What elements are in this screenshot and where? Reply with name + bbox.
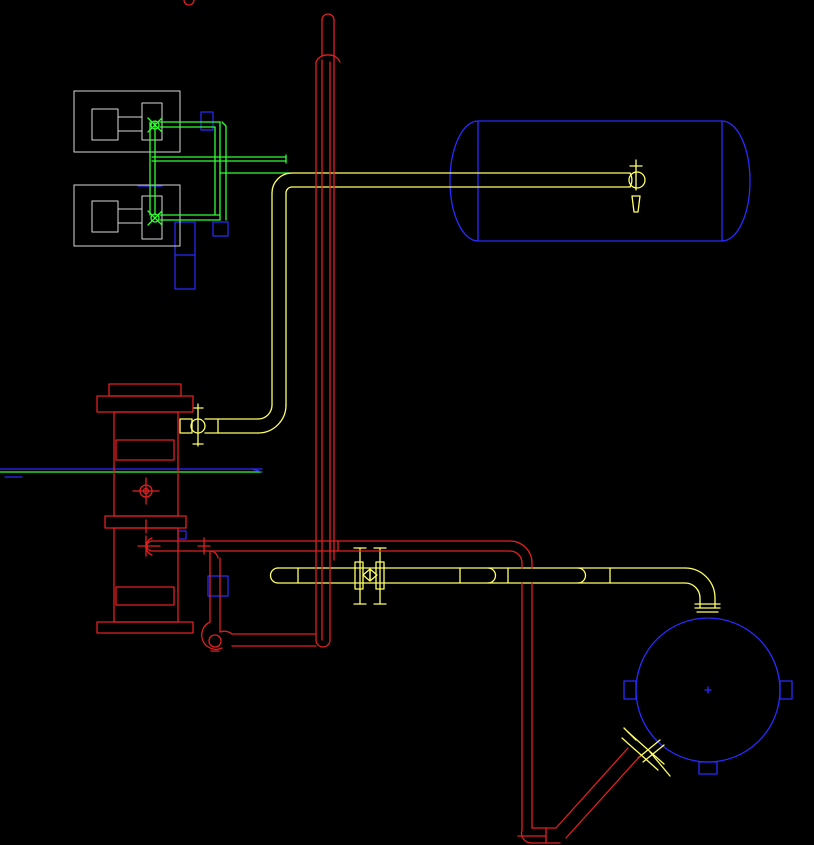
tank-feed-pipe [179, 159, 646, 447]
left-header-line [0, 468, 263, 478]
round-vessel [623, 617, 793, 775]
horizontal-tank [449, 120, 751, 242]
vessel-feed-pipe [269, 547, 721, 613]
process-piping-red [137, 0, 641, 844]
vertical-column-equipment [96, 383, 194, 634]
diagonal-valve [621, 727, 671, 777]
pump-drain-box [137, 111, 229, 597]
pump-skid-lower [73, 184, 181, 247]
pump-discharge-piping [147, 117, 291, 226]
vertical-stack-pipe [315, 13, 341, 648]
